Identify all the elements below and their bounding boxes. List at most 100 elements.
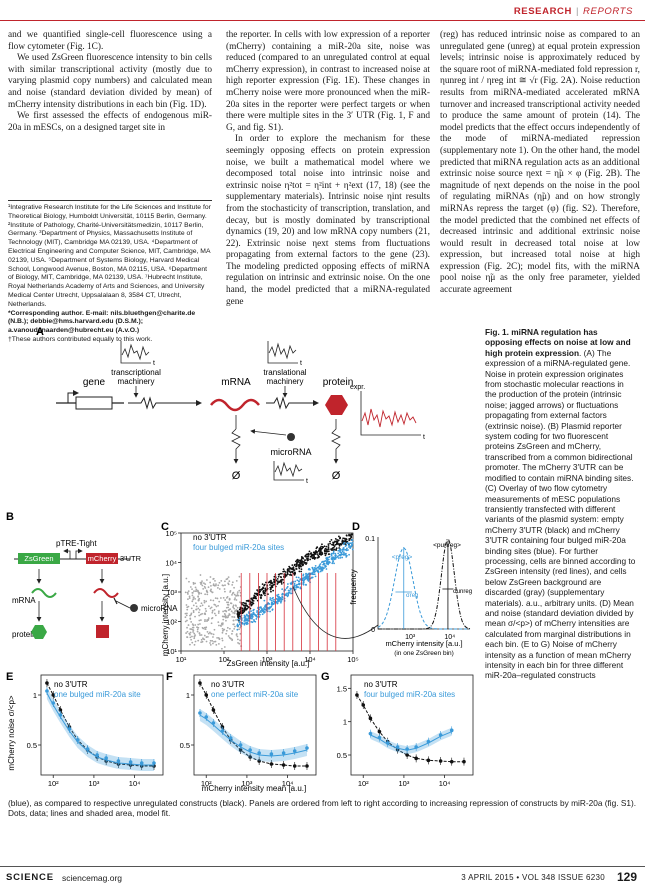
y-tick-label: 10¹ bbox=[166, 647, 177, 656]
cell-dot bbox=[324, 560, 327, 562]
data-point bbox=[204, 715, 209, 719]
background-cell-dot bbox=[228, 580, 231, 583]
cell-dot bbox=[305, 584, 307, 586]
background-cell-dot bbox=[238, 575, 241, 578]
background-cell-dot bbox=[214, 579, 216, 582]
cell-dot bbox=[272, 578, 275, 581]
background-cell-dot bbox=[239, 639, 241, 642]
background-cell-dot bbox=[206, 593, 209, 596]
paragraph: We used ZsGreen fluorescence intensity t… bbox=[8, 53, 212, 110]
panel-letter: G bbox=[321, 671, 330, 683]
background-cell-dot bbox=[227, 604, 230, 606]
data-point bbox=[198, 711, 202, 715]
background-cell-dot bbox=[214, 584, 217, 587]
cell-dot bbox=[349, 547, 352, 550]
cell-dot bbox=[321, 552, 324, 554]
data-point bbox=[58, 708, 63, 712]
journal-name: SCIENCE bbox=[6, 872, 54, 883]
background-cell-dot bbox=[197, 607, 200, 610]
background-cell-dot bbox=[184, 620, 187, 623]
legend-entry: no 3′UTR bbox=[211, 680, 245, 689]
background-cell-dot bbox=[191, 626, 194, 629]
cell-dot bbox=[236, 613, 239, 616]
data-point bbox=[75, 738, 80, 742]
cell-dot bbox=[287, 589, 290, 592]
cell-dot bbox=[269, 598, 272, 601]
background-cell-dot bbox=[212, 642, 214, 645]
background-cell-dot bbox=[199, 613, 202, 616]
background-cell-dot bbox=[198, 593, 200, 595]
cell-dot bbox=[273, 581, 276, 584]
data-point bbox=[67, 727, 72, 731]
background-cell-dot bbox=[199, 605, 202, 607]
data-point bbox=[305, 746, 309, 750]
background-cell-dot bbox=[212, 577, 215, 580]
x-tick-label: 10⁴ bbox=[439, 779, 451, 788]
background-cell-dot bbox=[224, 590, 226, 593]
cell-dot bbox=[255, 618, 258, 620]
background-cell-dot bbox=[190, 621, 193, 623]
y-tick-label: 0.1 bbox=[365, 536, 375, 543]
cell-dot bbox=[264, 611, 266, 613]
cell-dot bbox=[286, 573, 289, 576]
background-cell-dot bbox=[195, 605, 198, 608]
background-cell-dot bbox=[209, 643, 212, 646]
background-cell-dot bbox=[211, 610, 214, 612]
background-cell-dot bbox=[194, 615, 196, 618]
background-cell-dot bbox=[236, 591, 239, 594]
background-cell-dot bbox=[200, 641, 203, 644]
cell-dot bbox=[331, 549, 334, 551]
cell-dot bbox=[271, 582, 274, 584]
background-cell-dot bbox=[210, 617, 213, 620]
background-cell-dot bbox=[235, 594, 238, 597]
background-cell-dot bbox=[191, 641, 194, 644]
cell-dot bbox=[258, 586, 261, 588]
cell-dot bbox=[245, 608, 248, 611]
legend-entry: no 3′UTR bbox=[54, 680, 88, 689]
background-cell-dot bbox=[221, 631, 224, 634]
text-column-2: the reporter. In cells with low expressi… bbox=[226, 30, 430, 308]
cell-dot bbox=[238, 623, 241, 626]
connector-curve bbox=[292, 585, 379, 639]
protein-label: protein bbox=[12, 630, 36, 639]
background-cell-dot bbox=[204, 583, 207, 585]
cell-dot bbox=[304, 561, 307, 564]
background-cell-dot bbox=[235, 619, 237, 621]
background-cell-dot bbox=[184, 612, 187, 615]
expr-label: expr. bbox=[350, 384, 365, 391]
cell-dot bbox=[269, 582, 272, 584]
background-cell-dot bbox=[187, 590, 190, 593]
background-cell-dot bbox=[223, 588, 226, 590]
caption-title-end: . bbox=[579, 347, 582, 358]
cell-dot bbox=[258, 611, 261, 614]
cell-dot bbox=[295, 563, 298, 565]
background-cell-dot bbox=[197, 626, 200, 629]
cell-dot bbox=[317, 566, 320, 568]
background-cell-dot bbox=[191, 594, 194, 597]
cell-dot bbox=[268, 607, 270, 610]
cell-dot bbox=[345, 555, 348, 558]
cell-dot bbox=[270, 599, 273, 602]
background-cell-dot bbox=[191, 588, 193, 591]
cell-dot bbox=[285, 587, 288, 589]
cell-dot bbox=[307, 576, 310, 579]
background-cell-dot bbox=[192, 604, 195, 607]
cell-dot bbox=[324, 549, 326, 551]
background-cell-dot bbox=[189, 633, 191, 636]
expression-trace bbox=[361, 408, 417, 428]
background-cell-dot bbox=[220, 623, 223, 626]
cell-dot bbox=[278, 581, 281, 583]
background-cell-dot bbox=[186, 636, 189, 639]
data-point bbox=[292, 749, 297, 753]
data-point bbox=[104, 756, 108, 760]
background-cell-dot bbox=[200, 583, 202, 585]
protein-label: protein bbox=[323, 377, 354, 388]
cell-dot bbox=[339, 556, 342, 559]
background-cell-dot bbox=[189, 636, 192, 639]
x-tick-label: 10³ bbox=[262, 655, 273, 664]
cell-dot bbox=[276, 577, 279, 580]
paragraph: and we quantified single-cell fluorescen… bbox=[8, 30, 212, 52]
data-point bbox=[395, 745, 400, 749]
cell-dot bbox=[347, 549, 349, 551]
